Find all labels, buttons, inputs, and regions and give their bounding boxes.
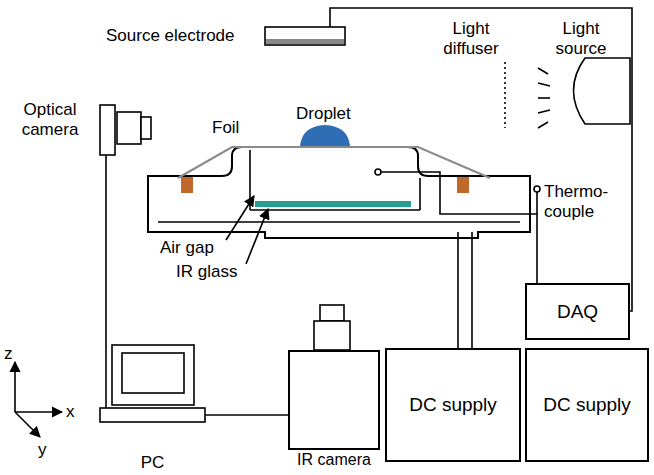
power-supply: DC supply — [385, 348, 521, 462]
source-electrode — [265, 27, 345, 45]
x-axis — [15, 411, 62, 413]
thermocouple-junction — [375, 169, 381, 175]
thermocouple-wire — [536, 214, 538, 283]
heater-wire — [471, 232, 473, 348]
part-label: Thermo- couple — [544, 182, 620, 221]
leader-line — [226, 196, 254, 240]
part-label: Light diffuser — [436, 19, 506, 58]
optical-camera — [117, 112, 141, 144]
light-rays — [538, 68, 550, 128]
light-source — [574, 58, 631, 124]
part-label: Light source — [546, 19, 616, 58]
electrode-plate — [266, 39, 344, 44]
computer: PC — [100, 345, 205, 423]
pc-monitor — [112, 345, 194, 405]
heater-wire — [457, 232, 459, 348]
droplet — [300, 125, 350, 146]
part-label: IR glass — [176, 262, 248, 282]
y-axis — [15, 412, 40, 437]
axis-label: z — [4, 344, 24, 364]
part-label: Foil — [212, 118, 252, 138]
node-label: DC supply — [409, 394, 497, 416]
axis-label: x — [66, 402, 86, 422]
foil — [178, 147, 490, 178]
part-label: Droplet — [296, 104, 366, 124]
pc-base — [100, 408, 205, 422]
ir-camera: IR camera — [288, 350, 380, 450]
foil-clamp — [181, 177, 193, 193]
foil-clamp — [457, 177, 469, 193]
camera-mount — [100, 105, 115, 155]
chamber-wall — [419, 178, 421, 210]
chamber-inner-line — [158, 221, 520, 223]
daq-box: DAQ — [525, 283, 630, 340]
ir-camera-head — [314, 321, 350, 350]
axis-label: y — [38, 440, 58, 460]
node-label: DAQ — [557, 301, 598, 323]
chamber-inner-line — [250, 209, 420, 211]
camera-cable — [105, 155, 107, 408]
part-label: Source electrode — [106, 26, 266, 46]
power-supply: DC supply — [525, 348, 649, 462]
part-label: Optical camera — [8, 100, 92, 139]
ir-glass — [255, 201, 411, 207]
cable — [205, 414, 288, 416]
part-label: Air gap — [160, 238, 230, 258]
test-chamber — [148, 147, 530, 238]
pc-screen — [122, 353, 184, 393]
ir-lens — [320, 305, 344, 321]
node-label: DC supply — [543, 394, 631, 416]
light-diffuser — [504, 62, 506, 128]
thermocouple-connector — [534, 186, 540, 192]
node-label: PC — [141, 453, 165, 473]
thermocouple-wire — [381, 172, 537, 214]
camera-lens — [141, 117, 151, 139]
z-axis — [14, 362, 16, 412]
node-label: IR camera — [297, 451, 371, 469]
leader-line — [246, 209, 268, 264]
